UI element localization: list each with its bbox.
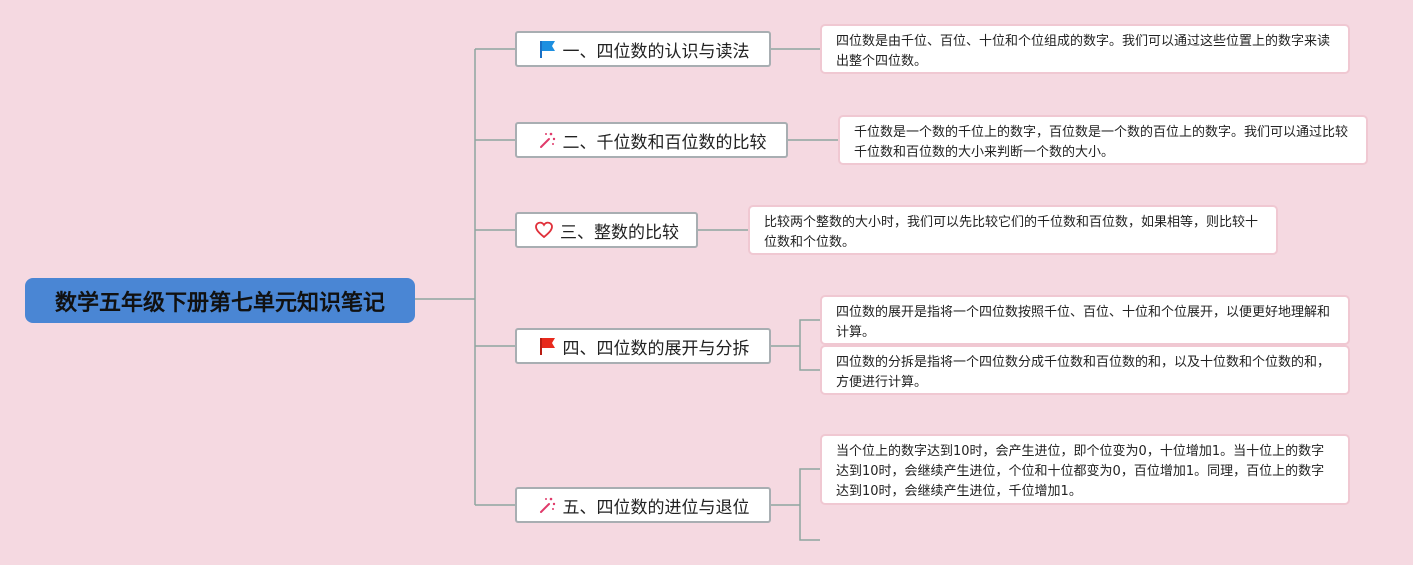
branch-5[interactable]: 五、四位数的进位与退位	[515, 487, 771, 523]
branch-1[interactable]: 一、四位数的认识与读法	[515, 31, 771, 67]
branch-1-note[interactable]: 四位数是由千位、百位、十位和个位组成的数字。我们可以通过这些位置上的数字来读出整…	[820, 24, 1350, 74]
sparkle-icon	[539, 497, 555, 513]
red-flag-icon	[539, 338, 555, 355]
branch-5-note[interactable]: 当个位上的数字达到10时，会产生进位，即个位变为0，十位增加1。当十位上的数字达…	[820, 434, 1350, 505]
branch-5-note-text: 当个位上的数字达到10时，会产生进位，即个位变为0，十位增加1。当十位上的数字达…	[836, 444, 1325, 499]
sparkle-icon	[539, 132, 555, 148]
branch-1-note-text: 四位数是由千位、百位、十位和个位组成的数字。我们可以通过这些位置上的数字来读出整…	[836, 34, 1331, 69]
branch-2-note-text: 千位数是一个数的千位上的数字，百位数是一个数的百位上的数字。我们可以通过比较千位…	[854, 125, 1349, 160]
branch-3-note[interactable]: 比较两个整数的大小时，我们可以先比较它们的千位数和百位数，如果相等，则比较十位数…	[748, 205, 1278, 255]
branch-4-note-2[interactable]: 四位数的分拆是指将一个四位数分成千位数和百位数的和，以及十位数和个位数的和，方便…	[820, 345, 1350, 395]
branch-2[interactable]: 二、千位数和百位数的比较	[515, 122, 788, 158]
branch-4-note-2-text: 四位数的分拆是指将一个四位数分成千位数和百位数的和，以及十位数和个位数的和，方便…	[836, 355, 1331, 390]
branch-4-note-1-text: 四位数的展开是指将一个四位数按照千位、百位、十位和个位展开，以便更好地理解和计算…	[836, 305, 1331, 340]
branch-4-note-1[interactable]: 四位数的展开是指将一个四位数按照千位、百位、十位和个位展开，以便更好地理解和计算…	[820, 295, 1350, 345]
branch-3[interactable]: 三、整数的比较	[515, 212, 698, 248]
blue-flag-icon	[539, 41, 555, 58]
branch-3-label: 三、整数的比较	[560, 222, 679, 243]
heart-icon	[535, 221, 553, 239]
branch-4[interactable]: 四、四位数的展开与分拆	[515, 328, 771, 364]
root-title: 数学五年级下册第七单元知识笔记	[54, 290, 385, 316]
branch-4-label: 四、四位数的展开与分拆	[562, 338, 750, 359]
root-topic[interactable]: 数学五年级下册第七单元知识笔记	[25, 278, 415, 323]
branch-5-label: 五、四位数的进位与退位	[562, 497, 750, 518]
branch-1-label: 一、四位数的认识与读法	[562, 41, 750, 62]
branch-2-note[interactable]: 千位数是一个数的千位上的数字，百位数是一个数的百位上的数字。我们可以通过比较千位…	[838, 115, 1368, 165]
branch-3-note-text: 比较两个整数的大小时，我们可以先比较它们的千位数和百位数，如果相等，则比较十位数…	[764, 215, 1259, 250]
branch-2-label: 二、千位数和百位数的比较	[562, 132, 767, 153]
